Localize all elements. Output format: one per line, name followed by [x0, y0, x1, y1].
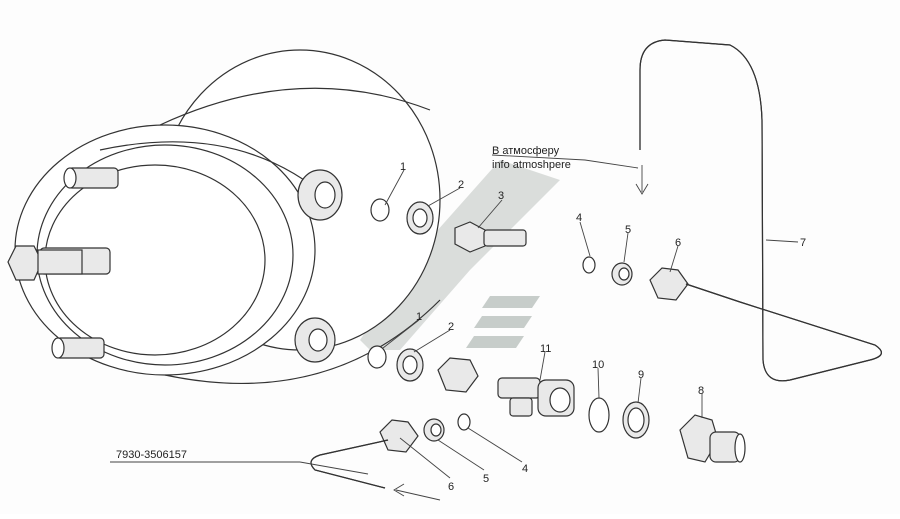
- callout-5-lower: 5: [483, 473, 489, 485]
- callout-2-lower: 2: [448, 321, 454, 333]
- lower-parts: [310, 345, 746, 501]
- callout-10: 10: [592, 359, 604, 371]
- atmosphere-arrow: [491, 154, 649, 195]
- upper-parts: [370, 198, 689, 301]
- callout-5-upper: 5: [625, 224, 631, 236]
- pipe-7: [639, 39, 882, 382]
- callout-3: 3: [498, 190, 504, 202]
- callout-1-lower: 1: [416, 311, 422, 323]
- callout-7: 7: [800, 237, 806, 249]
- callout-1-upper: 1: [400, 161, 406, 173]
- atmosphere-label-ru: В атмосферу: [492, 145, 560, 157]
- callouts: 1 2 3 4 5 6 7 1 2 11 10 9 8 6 5 4: [400, 161, 806, 493]
- callout-6-lower: 6: [448, 481, 454, 493]
- callout-8: 8: [698, 385, 704, 397]
- callout-9: 9: [638, 369, 644, 381]
- part-number-label: 7930-3506157: [116, 449, 187, 461]
- callout-4-upper: 4: [576, 212, 582, 224]
- callout-2-upper: 2: [458, 179, 464, 191]
- brake-chamber: [7, 49, 441, 384]
- callout-6-upper: 6: [675, 237, 681, 249]
- callout-4-lower: 4: [522, 463, 528, 475]
- callout-11: 11: [540, 343, 551, 355]
- leader-lines: [110, 169, 799, 479]
- atmosphere-label-en: info atmoshpere: [492, 159, 571, 171]
